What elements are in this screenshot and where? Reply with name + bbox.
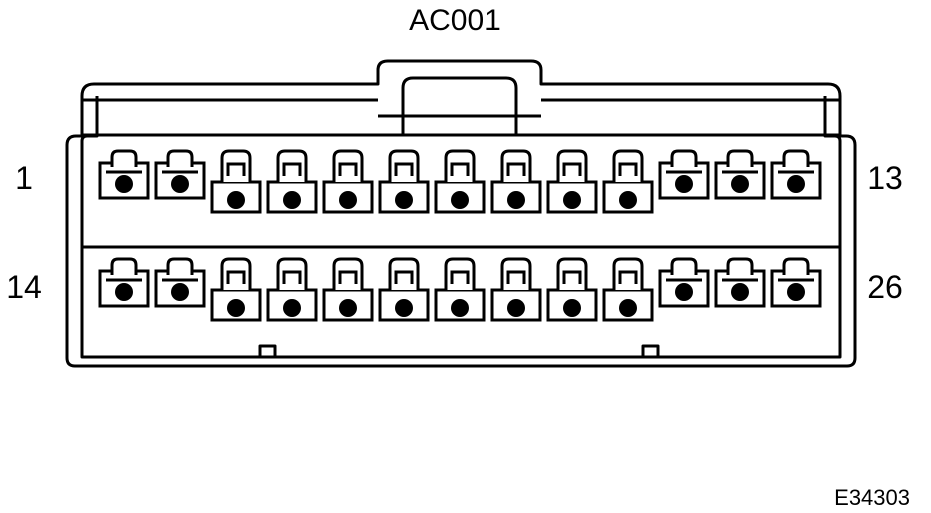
pin-contact-8 xyxy=(507,191,525,209)
pin-label-1: 1 xyxy=(15,160,33,196)
pin-1 xyxy=(98,149,150,200)
pin-17 xyxy=(266,257,318,322)
pin-contact-10 xyxy=(619,191,637,209)
pin-18 xyxy=(322,257,374,322)
pin-contact-3 xyxy=(227,191,245,209)
pin-contact-21 xyxy=(507,299,525,317)
pin-contact-19 xyxy=(395,299,413,317)
pin-4 xyxy=(266,149,318,214)
pin-23 xyxy=(602,257,654,322)
keying-notches xyxy=(258,344,660,357)
pin-contact-2 xyxy=(171,175,189,193)
pin-contact-1 xyxy=(115,175,133,193)
pin-contact-26 xyxy=(787,283,805,301)
pin-2 xyxy=(154,149,206,200)
pin-10 xyxy=(602,149,654,214)
pin-9 xyxy=(546,149,598,214)
pin-contact-22 xyxy=(563,299,581,317)
pin-13 xyxy=(770,149,822,200)
pin-contact-16 xyxy=(227,299,245,317)
pin-contact-23 xyxy=(619,299,637,317)
pin-22 xyxy=(546,257,598,322)
pin-14 xyxy=(98,257,150,308)
pin-contact-4 xyxy=(283,191,301,209)
pin-7 xyxy=(434,149,486,214)
pin-contact-18 xyxy=(339,299,357,317)
pin-24 xyxy=(658,257,710,308)
pin-label-13: 13 xyxy=(867,160,903,196)
pin-contact-9 xyxy=(563,191,581,209)
pin-20 xyxy=(434,257,486,322)
pin-3 xyxy=(210,149,262,214)
pin-25 xyxy=(714,257,766,308)
pin-contact-15 xyxy=(171,283,189,301)
connector-housing xyxy=(65,59,857,368)
pin-19 xyxy=(378,257,430,322)
pin-contact-11 xyxy=(675,175,693,193)
connector-id-label: AC001 xyxy=(409,4,501,37)
pin-cavities xyxy=(98,149,822,322)
pin-contact-5 xyxy=(339,191,357,209)
latch-tab xyxy=(401,76,518,135)
pin-5 xyxy=(322,149,374,214)
housing-top-ledge xyxy=(82,98,840,137)
pin-16 xyxy=(210,257,262,322)
pin-contact-24 xyxy=(675,283,693,301)
pin-21 xyxy=(490,257,542,322)
pin-label-26: 26 xyxy=(867,269,903,305)
pin-contact-7 xyxy=(451,191,469,209)
pin-15 xyxy=(154,257,206,308)
pin-contact-6 xyxy=(395,191,413,209)
pin-contact-12 xyxy=(731,175,749,193)
pin-26 xyxy=(770,257,822,308)
pin-contact-17 xyxy=(283,299,301,317)
pin-contact-14 xyxy=(115,283,133,301)
pin-label-14: 14 xyxy=(6,269,42,305)
pin-11 xyxy=(658,149,710,200)
pin-contact-25 xyxy=(731,283,749,301)
housing-outer-outline xyxy=(65,59,857,368)
pin-contact-13 xyxy=(787,175,805,193)
pin-12 xyxy=(714,149,766,200)
pin-contact-20 xyxy=(451,299,469,317)
figure-code: E34303 xyxy=(834,485,910,510)
pin-8 xyxy=(490,149,542,214)
pin-6 xyxy=(378,149,430,214)
